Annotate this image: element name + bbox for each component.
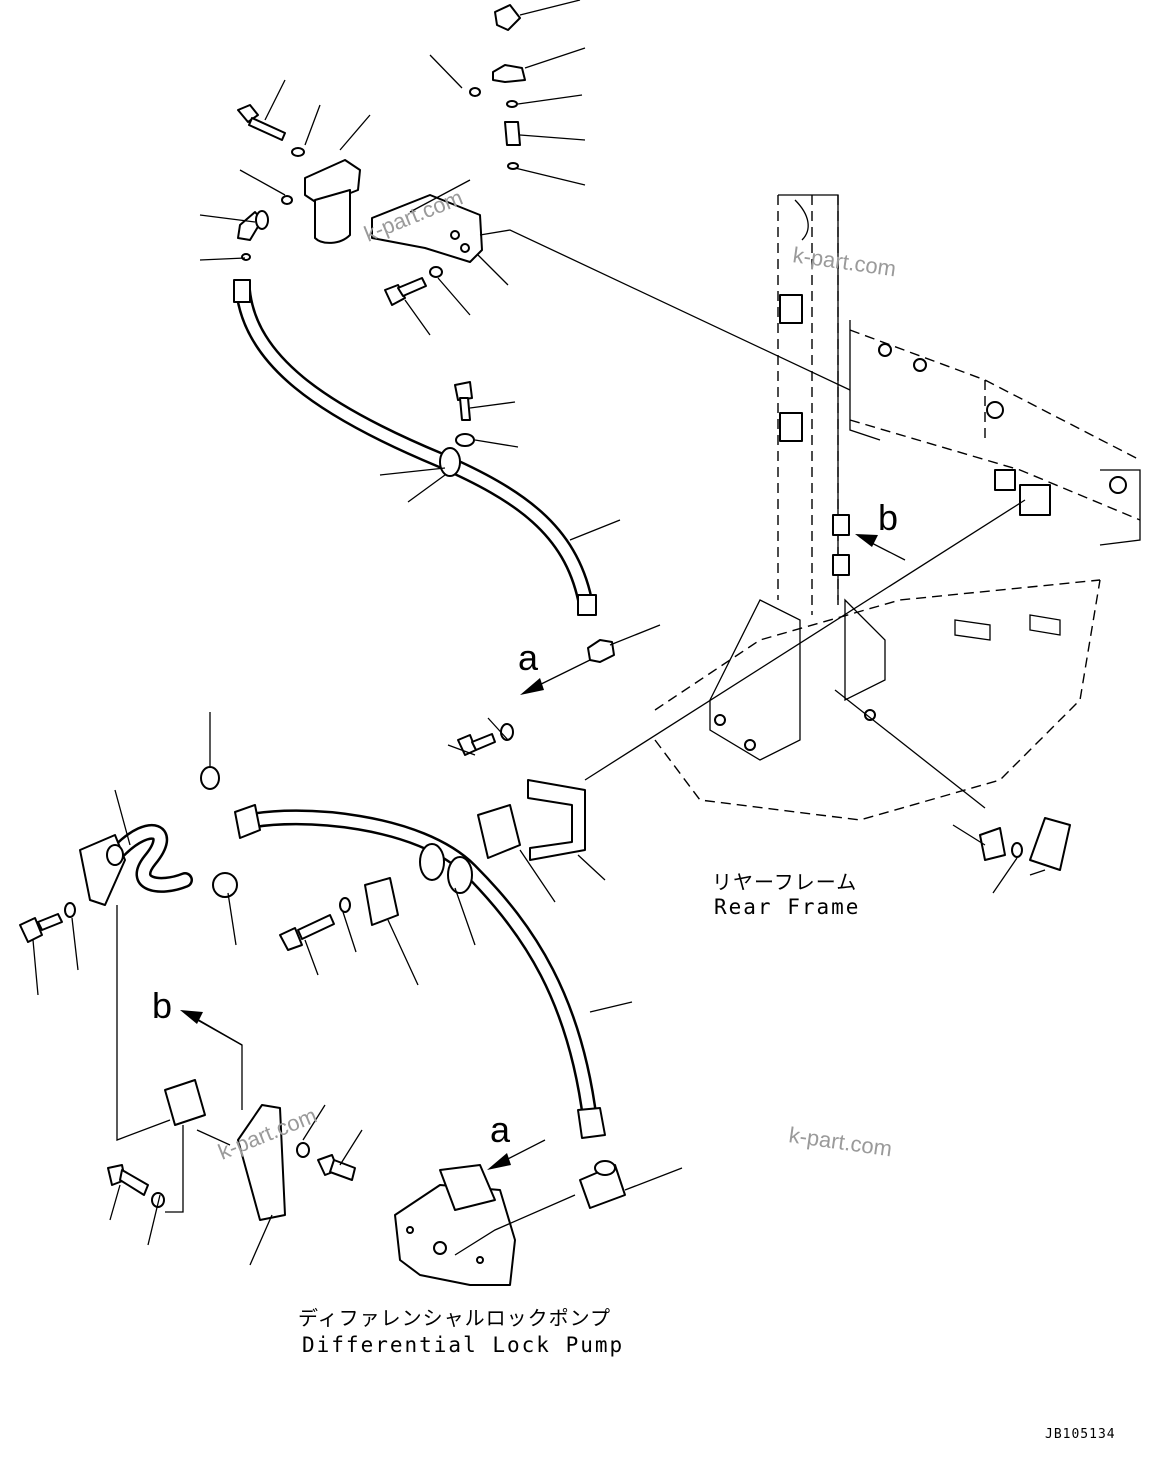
upper-hose	[233, 279, 615, 663]
diff-lock-pump	[394, 1160, 626, 1286]
diff-pump-label-en: Differential Lock Pump	[302, 1333, 624, 1357]
rear-frame-label-en: Rear Frame	[714, 895, 860, 919]
rear-frame-label-jp: リヤーフレーム	[712, 870, 857, 894]
lower-hose	[234, 804, 606, 1139]
ref-a-upper: a	[518, 637, 539, 678]
filter-assembly	[237, 4, 526, 306]
watermark-2: k-part.com	[791, 242, 897, 281]
ref-a-lower: a	[490, 1109, 511, 1150]
ref-arrows	[180, 534, 906, 1170]
ref-b-upper: b	[878, 497, 898, 538]
drawing-code: JB105134	[1045, 1427, 1116, 1442]
diff-pump-label-jp: ディファレンシャルロックポンプ	[298, 1306, 611, 1330]
watermark-4: k-part.com	[787, 1122, 893, 1161]
left-brackets	[19, 723, 1071, 1221]
ref-b-lower: b	[152, 985, 172, 1026]
leader-lines	[32, 0, 1046, 1266]
